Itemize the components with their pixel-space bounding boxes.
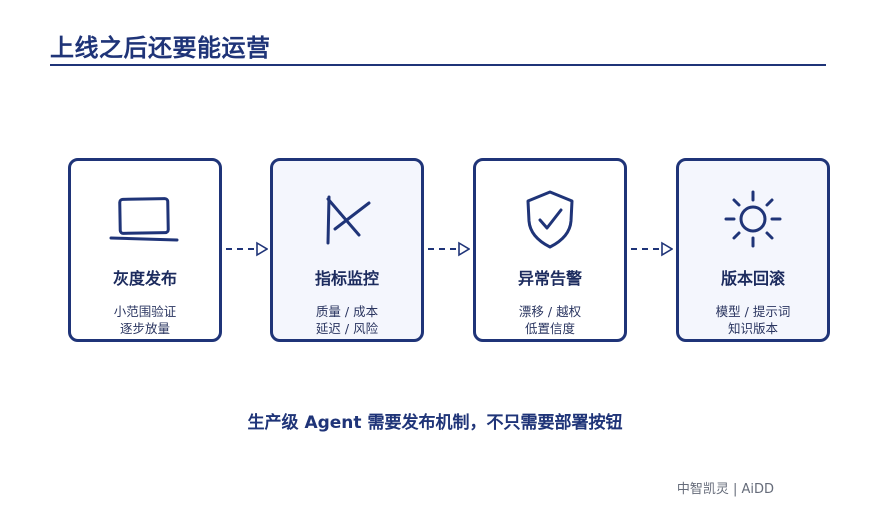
key-message: 生产级 Agent 需要发布机制，不只需要部署按钮 — [247, 413, 623, 433]
step-detail-line: 漂移 / 越权 — [518, 304, 582, 319]
step-detail-line: 质量 / 成本 — [315, 304, 379, 319]
step-title: 版本回滚 — [720, 269, 785, 288]
page-title: 上线之后还要能运营 — [50, 34, 271, 62]
step-card-gray-release: 灰度发布 小范围验证 逐步放量 — [68, 158, 222, 342]
dashed-arrow-connector — [631, 241, 673, 257]
step-card-anomaly-alert: 异常告警 漂移 / 越权 低置信度 — [473, 158, 627, 342]
metrics-chart-icon — [273, 187, 421, 251]
step-detail-line: 延迟 / 风险 — [315, 321, 379, 336]
step-detail-line: 逐步放量 — [119, 321, 170, 336]
step-detail-line: 小范围验证 — [113, 304, 177, 319]
step-detail-line: 知识版本 — [727, 321, 778, 336]
dashed-arrow-connector — [428, 241, 470, 257]
step-card-metrics-monitoring: 指标监控 质量 / 成本 延迟 / 风险 — [270, 158, 424, 342]
step-title: 异常告警 — [517, 269, 582, 288]
step-title: 灰度发布 — [112, 269, 177, 288]
title-divider — [50, 64, 826, 66]
laptop-icon — [71, 187, 219, 251]
footer-brand: 中智凯灵 | AiDD — [676, 482, 774, 497]
sun-burst-icon — [679, 187, 827, 251]
step-detail-line: 低置信度 — [524, 321, 575, 336]
step-card-version-rollback: 版本回滚 模型 / 提示词 知识版本 — [676, 158, 830, 342]
dashed-arrow-connector — [226, 241, 268, 257]
step-title: 指标监控 — [314, 269, 379, 288]
step-detail-line: 模型 / 提示词 — [715, 304, 791, 319]
shield-check-icon — [476, 187, 624, 251]
